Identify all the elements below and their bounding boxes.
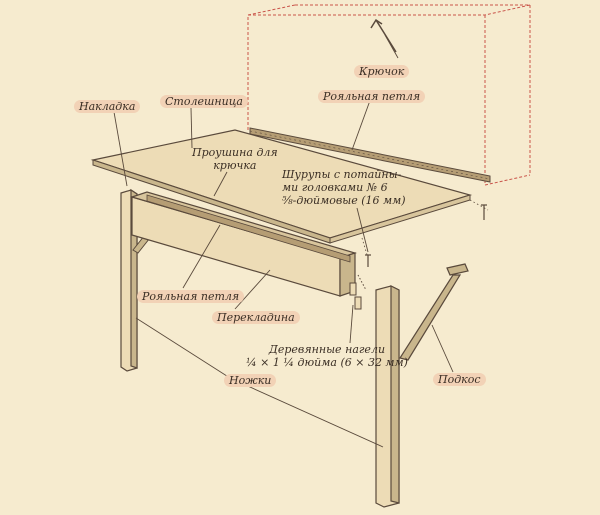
label-piano-hinge-bottom: Рояльная петля xyxy=(137,290,245,303)
label-crossbar: Перекладина xyxy=(212,311,300,324)
label-dowels: Деревянные нагели ¼ × 1 ¼ дюйма (6 × 32 … xyxy=(246,343,408,369)
wall-cabinet xyxy=(247,4,531,186)
screw-parts xyxy=(365,204,487,267)
label-hook: Крючок xyxy=(354,65,410,78)
label-brace: Подкос xyxy=(433,373,486,386)
dowel-parts xyxy=(349,274,367,310)
label-overlay: Накладка xyxy=(74,100,141,113)
piano-hinge-top-part xyxy=(249,127,491,183)
brace-right-part xyxy=(399,263,469,361)
label-hook-eye: Проушина для крючка xyxy=(192,146,278,172)
label-piano-hinge-top: Рояльная петля xyxy=(318,90,426,103)
piano-hinge-bottom-part xyxy=(146,194,351,263)
label-tabletop: Столешница xyxy=(160,95,248,108)
label-screws: Шурупы с потайны- ми головками № 6 ⅝-дюй… xyxy=(282,168,406,207)
label-legs: Ножки xyxy=(224,374,277,387)
leg-right-part xyxy=(375,285,400,508)
